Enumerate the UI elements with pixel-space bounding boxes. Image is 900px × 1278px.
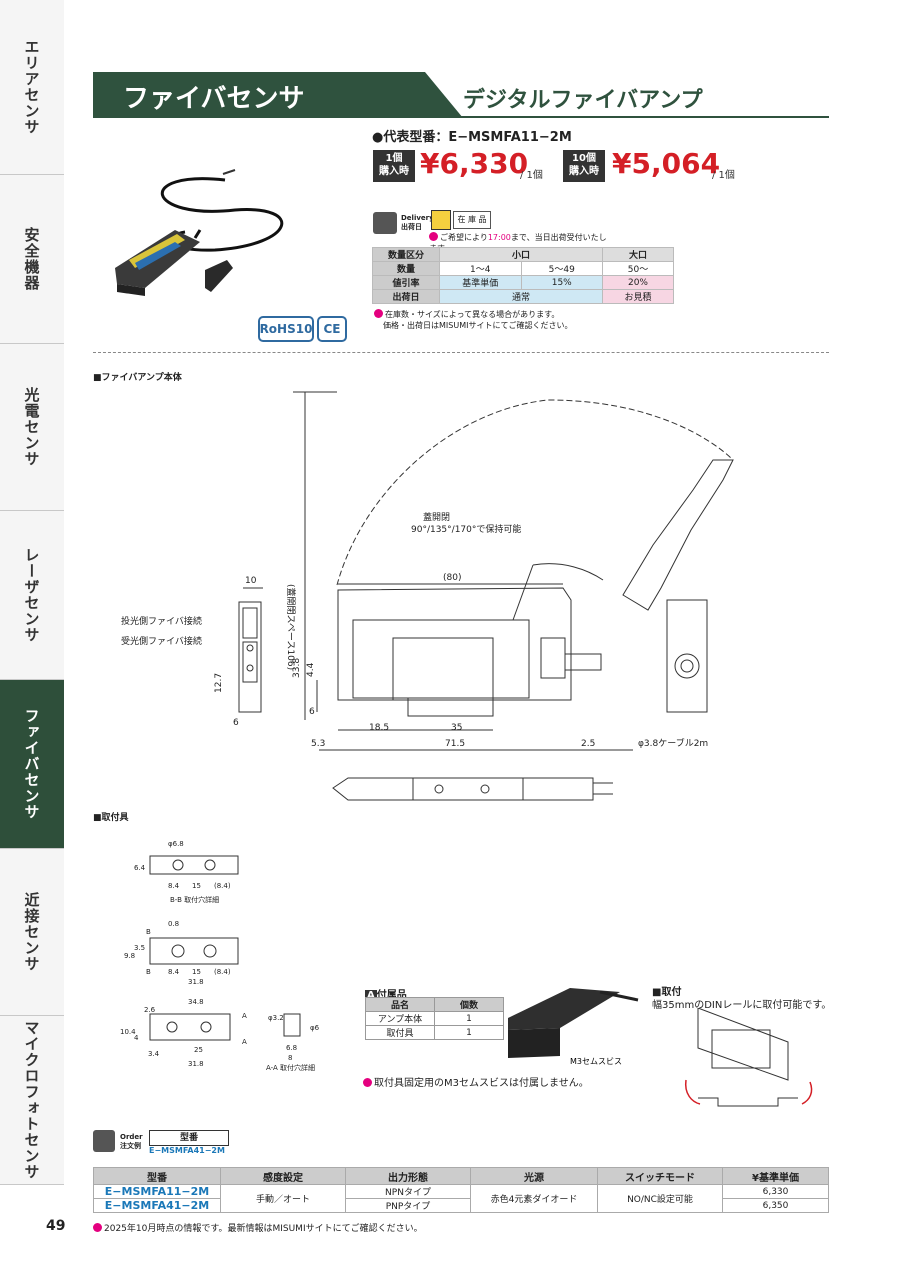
mounting-note: 幅35mmのDINレールに取付可能です。 — [652, 1000, 832, 1011]
pin-icon — [374, 309, 383, 318]
svg-text:A: A — [242, 1012, 247, 1020]
svg-text:12.7: 12.7 — [214, 673, 224, 693]
footer-note: 2025年10月時点の情報です。最新情報はMISUMIサイトにてご確認ください。 — [93, 1221, 423, 1234]
svg-text:6.4: 6.4 — [134, 864, 146, 872]
svg-text:10.4: 10.4 — [120, 1028, 136, 1036]
svg-text:(80): (80) — [443, 573, 461, 583]
section-divider — [93, 352, 829, 353]
svg-text:M3セムスビス: M3セムスビス — [570, 1057, 622, 1066]
svg-text:6: 6 — [309, 707, 315, 717]
page-title: ファイバセンサ — [123, 84, 305, 114]
svg-text:25: 25 — [194, 1046, 203, 1054]
stock-label: 在 庫 品 — [453, 211, 491, 229]
svg-text:φ3.8ケーブル2m: φ3.8ケーブル2m — [638, 737, 708, 749]
svg-text:8.4: 8.4 — [168, 968, 180, 976]
svg-text:B: B — [146, 928, 151, 936]
price-10-unit: / 1個 — [712, 170, 735, 181]
svg-text:31.8: 31.8 — [188, 1060, 204, 1068]
svg-text:33.8: 33.8 — [292, 658, 302, 678]
svg-text:φ3.2: φ3.2 — [268, 1014, 284, 1022]
model-link[interactable]: E−MSMFA41−2M — [93, 1198, 221, 1213]
section-bracket-title: ■取付具 — [93, 813, 129, 823]
qty-tag-1: 1個購入時 — [373, 150, 415, 182]
side-tab-proximity[interactable]: 近接センサ — [0, 849, 64, 1016]
svg-text:5.3: 5.3 — [311, 739, 325, 749]
representative-model: ●代表型番：E−MSMFA11−2M — [372, 130, 572, 145]
section-amp-title: ■ファイバアンプ本体 — [93, 373, 182, 383]
svg-text:3.4: 3.4 — [148, 1050, 160, 1058]
side-tab-micro-photo[interactable]: マイクロフォトセンサ — [0, 1016, 64, 1185]
svg-text:4.4: 4.4 — [306, 662, 316, 677]
svg-text:(8.4): (8.4) — [214, 968, 231, 976]
svg-text:(蓋開閉スペース106): (蓋開閉スペース106) — [285, 584, 297, 670]
din-mount-image — [684, 1008, 813, 1107]
svg-text:31.8: 31.8 — [188, 978, 204, 986]
svg-text:2.5: 2.5 — [581, 739, 595, 749]
spec-table: 型番 感度設定 出力形態 光源 スイッチモード ¥基準単価 E−MSMFA11−… — [93, 1167, 829, 1213]
svg-text:蓋開閉: 蓋開閉 — [423, 511, 450, 523]
box-icon — [431, 210, 451, 230]
svg-text:受光側ファイバ接続: 受光側ファイバ接続 — [121, 635, 202, 647]
accessories-note: 取付具固定用のM3セムスビスは付属しません。 — [363, 1074, 589, 1089]
svg-text:A-A 取付穴詳細: A-A 取付穴詳細 — [266, 1063, 315, 1072]
cart-icon — [93, 1130, 115, 1152]
side-tab-fiber[interactable]: ファイバセンサ — [0, 680, 64, 849]
side-tab-area-sensor[interactable]: エリアセンサ — [0, 0, 64, 175]
svg-text:34.8: 34.8 — [188, 998, 204, 1006]
price-1-unit: / 1個 — [520, 170, 543, 181]
svg-text:2.6: 2.6 — [144, 1006, 156, 1014]
page-header: ファイバセンサ デジタルファイバアンプ — [93, 72, 829, 118]
pin-icon — [363, 1078, 372, 1087]
price-1: ¥6,330 — [420, 147, 529, 180]
side-tab-safety[interactable]: 安全機器 — [0, 175, 64, 344]
svg-text:(8.4): (8.4) — [214, 882, 231, 890]
svg-text:B: B — [146, 968, 151, 976]
svg-text:15: 15 — [192, 968, 201, 976]
svg-text:A: A — [242, 1038, 247, 1046]
page-number: 49 — [46, 1218, 66, 1234]
truck-icon — [373, 212, 397, 234]
svg-text:18.5: 18.5 — [369, 723, 389, 733]
page-subtitle: デジタルファイバアンプ — [463, 88, 703, 113]
side-tab-laser[interactable]: レーザセンサ — [0, 511, 64, 680]
svg-text:15: 15 — [192, 882, 201, 890]
svg-text:B-B 取付穴詳細: B-B 取付穴詳細 — [170, 895, 219, 904]
side-tab-photoelectric[interactable]: 光電センサ — [0, 344, 64, 511]
pin-icon — [429, 232, 438, 241]
accessory-image: M3セムスビス — [508, 988, 639, 1066]
mounting-title: ■取付 — [652, 987, 682, 998]
rohs-badge: RoHS10 — [258, 316, 314, 342]
svg-text:90°/135°/170°で保持可能: 90°/135°/170°で保持可能 — [411, 523, 521, 535]
svg-text:3.5: 3.5 — [134, 944, 145, 952]
amp-drawing: 10 (80) 33.8 4.4 12.7 6 6 18.5 35 5.3 71… — [121, 391, 734, 801]
svg-text:71.5: 71.5 — [445, 739, 465, 749]
svg-text:9.8: 9.8 — [124, 952, 135, 960]
svg-text:6: 6 — [233, 718, 239, 728]
svg-text:8.4: 8.4 — [168, 882, 180, 890]
quantity-discount-table: 数量区分 小口 大口 数量 1〜4 5〜49 50〜 値引率 基準単価 15% … — [372, 247, 674, 304]
svg-text:φ6.8: φ6.8 — [168, 840, 184, 848]
svg-text:投光側ファイバ接続: 投光側ファイバ接続 — [121, 615, 202, 627]
qty-tag-10: 10個購入時 — [563, 150, 605, 182]
pin-icon — [93, 1223, 102, 1232]
price-10: ¥5,064 — [612, 147, 721, 180]
svg-text:4: 4 — [134, 1034, 139, 1042]
svg-text:8: 8 — [288, 1054, 292, 1062]
ce-badge: CE — [317, 316, 347, 342]
bracket-drawing: φ6.8 6.4 8.4 15 (8.4) B-B 取付穴詳細 0.8 9.8 … — [120, 840, 320, 1072]
svg-text:6.8: 6.8 — [286, 1044, 297, 1052]
svg-text:0.8: 0.8 — [168, 920, 179, 928]
svg-text:φ6: φ6 — [310, 1024, 320, 1032]
notes: 在庫数・サイズによって異なる場合があります。 価格・出荷日はMISUMIサイトに… — [374, 309, 572, 331]
svg-text:35: 35 — [451, 723, 462, 733]
model-link[interactable]: E−MSMFA11−2M — [93, 1184, 221, 1199]
svg-text:10: 10 — [245, 576, 257, 586]
product-image — [115, 169, 284, 296]
